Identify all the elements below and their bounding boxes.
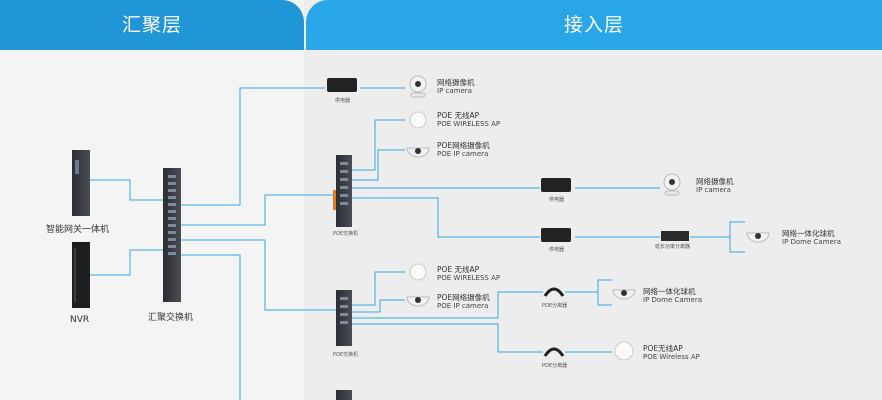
poe-switch-1-label: POE交换机 <box>333 231 359 237</box>
access-layer-header: 接入层 <box>306 0 882 50</box>
poe-ap-3-en: POE Wireless AP <box>643 353 700 361</box>
connection-lines <box>90 87 745 400</box>
aggregation-layer-header: 汇聚层 <box>0 0 304 50</box>
splitter-1 <box>543 287 565 297</box>
power-supply-label-mid-2: 供电器 <box>549 247 565 253</box>
poe-ip-camera-2 <box>406 296 430 307</box>
dome-right-cn: 网络一体化球机 <box>782 229 835 238</box>
extender-label: 延长功率分离器 <box>655 244 691 250</box>
ip-camera-right-en: IP camera <box>696 186 731 194</box>
power-supply-device <box>327 78 357 92</box>
poe-switch-1-device <box>333 155 352 227</box>
poe-ip-camera-1-cn: POE网络摄像机 <box>437 141 490 150</box>
ip-camera-top <box>409 75 427 98</box>
ip-camera-right-cn: 网络摄像机 <box>696 177 734 186</box>
gateway-device <box>72 150 90 216</box>
dome-camera-right <box>746 232 770 243</box>
poe-ip-camera-2-cn: POE网络摄像机 <box>437 293 490 302</box>
nvr-label: NVR <box>70 315 90 325</box>
poe-ap-3 <box>614 341 634 361</box>
core-switch-device <box>163 168 181 302</box>
dome-right-en: IP Dome Camera <box>782 238 842 246</box>
power-supply-mid-2 <box>541 228 571 242</box>
power-supply-label-top: 供电器 <box>335 98 351 104</box>
ip-camera-top-en: IP camera <box>437 87 472 95</box>
access-panel <box>304 0 882 400</box>
ip-camera-top-cn: 网络摄像机 <box>437 78 475 87</box>
dome-3-en: IP Dome Camera <box>643 296 703 304</box>
dome-3-cn: 网络一体化球机 <box>643 287 696 296</box>
poe-ap-1-en: POE WIRELESS AP <box>437 120 501 128</box>
poe-ap-2-en: POE WIRELESS AP <box>437 274 501 282</box>
poe-ip-camera-2-en: POE IP camera <box>437 302 489 310</box>
ip-camera-right <box>663 173 681 196</box>
dome-camera-3 <box>612 289 636 300</box>
splitter-label-2: POE分离器 <box>542 363 568 369</box>
splitter-label-1: POE分离器 <box>542 303 568 309</box>
gateway-label: 智能网关一体机 <box>46 225 110 235</box>
poe-switch-2-device <box>336 290 352 346</box>
power-supply-mid-1 <box>541 178 571 192</box>
extender-device <box>661 231 689 241</box>
splitter-2 <box>543 347 565 357</box>
poe-switch-3-device <box>336 390 352 400</box>
poe-ap-3-cn: POE无线AP <box>643 344 683 353</box>
poe-ip-camera-1-en: POE IP camera <box>437 150 489 158</box>
poe-ap-1 <box>409 111 427 129</box>
poe-ap-1-cn: POE 无线AP <box>437 111 480 120</box>
core-switch-label: 汇聚交换机 <box>148 313 194 323</box>
poe-ip-camera-1 <box>406 147 430 158</box>
poe-switch-2-label: POE交换机 <box>333 352 359 358</box>
poe-ap-2 <box>409 263 427 281</box>
nvr-device <box>72 242 90 308</box>
poe-ap-2-cn: POE 无线AP <box>437 265 480 274</box>
power-supply-label-mid-1: 供电器 <box>549 197 565 203</box>
